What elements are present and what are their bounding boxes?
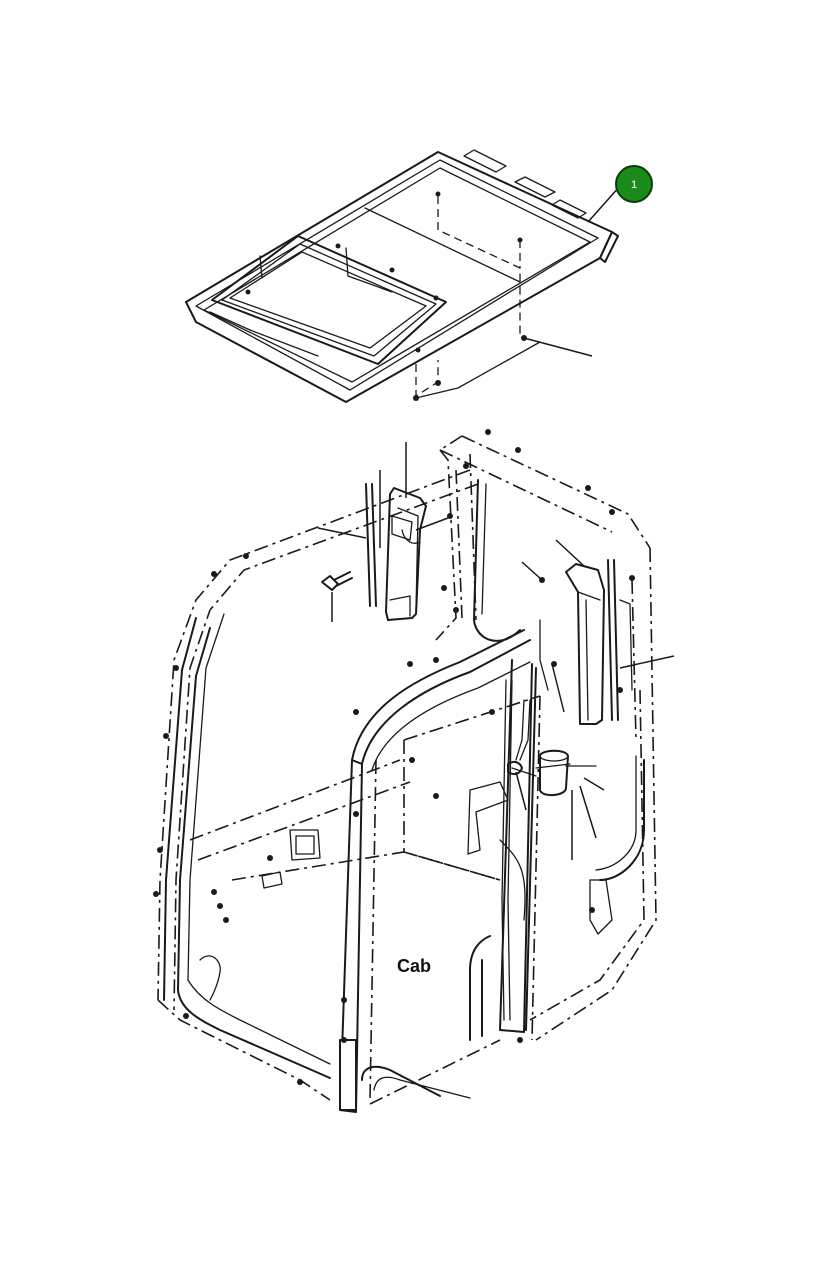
- pillar-trim-cover: [385, 487, 427, 621]
- rear-pillar-trim: [565, 563, 605, 725]
- cab-label: Cab: [397, 956, 431, 976]
- leader-line: [551, 663, 565, 713]
- leader-line: [515, 771, 527, 811]
- leader-line: [523, 337, 593, 357]
- cab-frame: [157, 435, 657, 1113]
- wiring-harness: [499, 619, 549, 1021]
- screw: [321, 571, 353, 591]
- roof-panel: [185, 149, 619, 403]
- leader-line: [521, 561, 543, 581]
- leader-line-callout-1: [587, 185, 621, 223]
- washer-bottle: [535, 749, 597, 796]
- leader-line: [555, 539, 585, 567]
- leader-line: [583, 777, 605, 791]
- fastener-dots: [153, 429, 635, 1085]
- callout-1[interactable]: 1: [615, 165, 653, 203]
- leader-line: [619, 655, 675, 669]
- hose-clamp: [507, 760, 537, 777]
- rear-weather-strip: [607, 559, 633, 721]
- leader-line: [579, 785, 597, 839]
- roof-window: [209, 235, 447, 365]
- callout-1-label: 1: [631, 179, 637, 191]
- leader-line: [317, 527, 367, 539]
- leader-line: [415, 517, 449, 531]
- weather-strip: [365, 483, 377, 607]
